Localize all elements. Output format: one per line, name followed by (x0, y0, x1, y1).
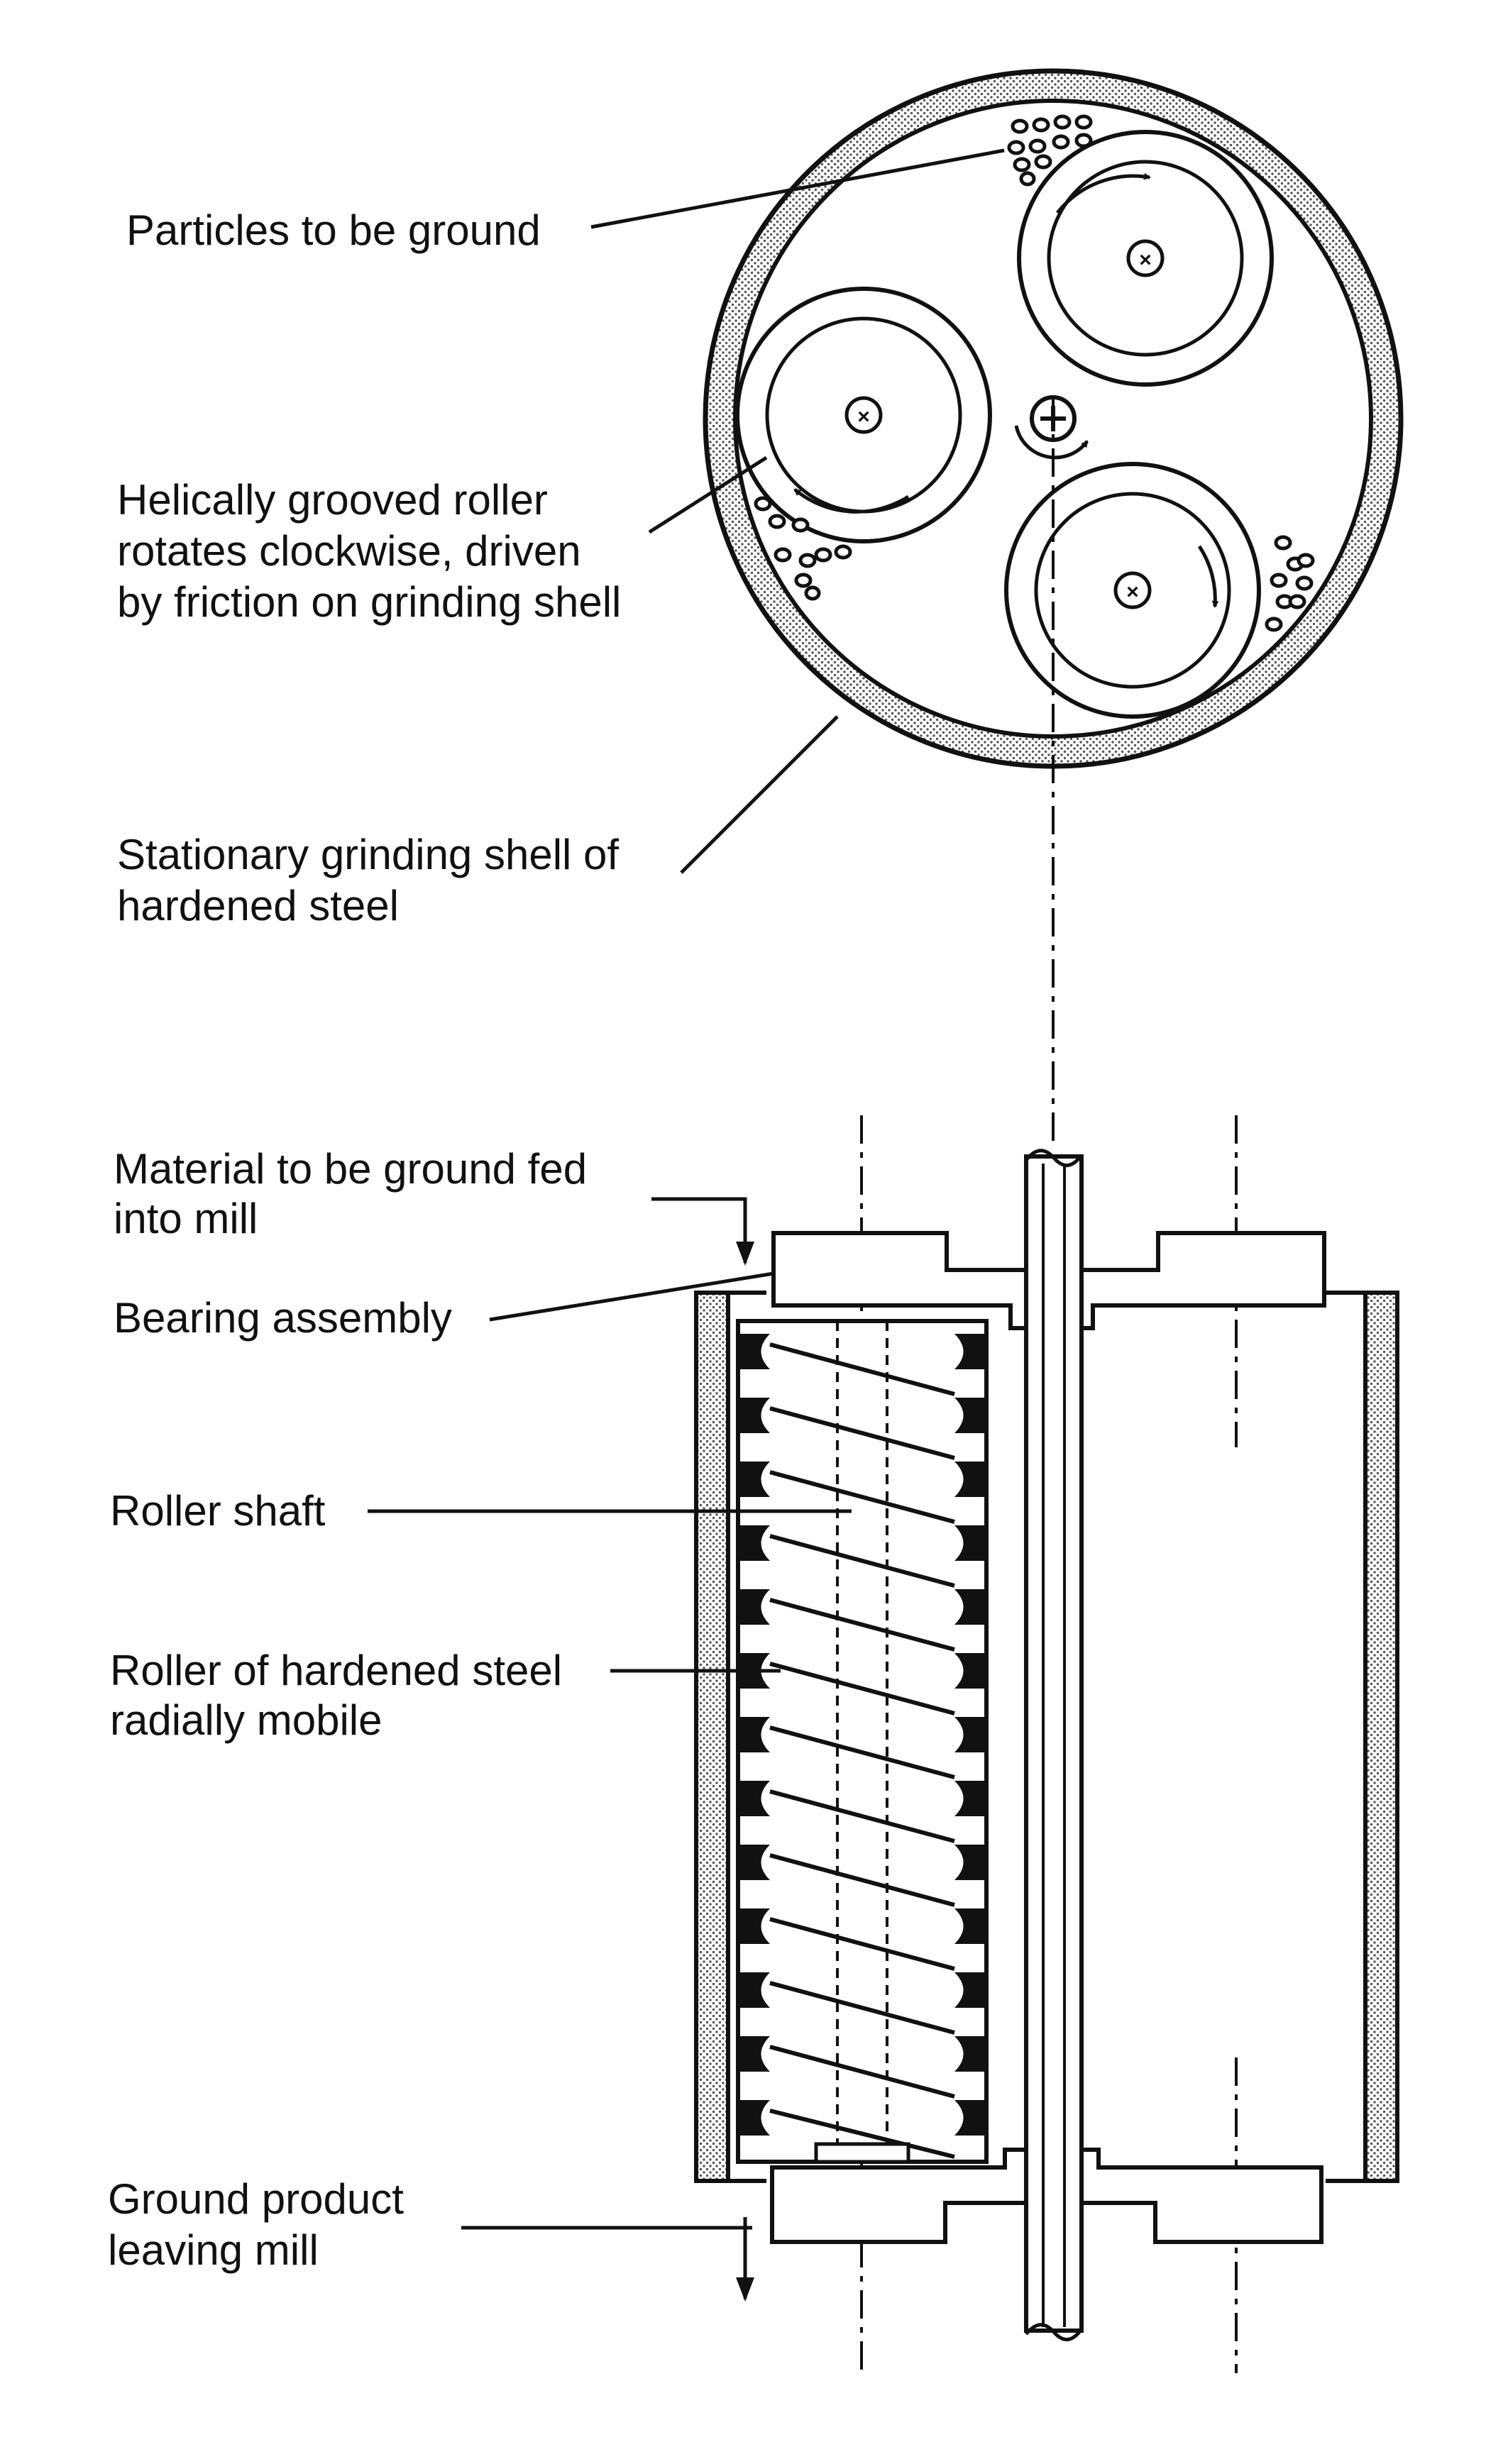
label-roller-line1: Roller of hardened steel (110, 1647, 562, 1694)
label-shell-line2: hardened steel (117, 882, 399, 929)
central-shaft-side (1024, 1149, 1084, 2341)
particles-left (754, 496, 852, 601)
label-roller-shaft: Roller shaft (110, 1487, 326, 1535)
svg-text:×: × (1139, 248, 1152, 272)
labels: Particles to be ground Helically grooved… (108, 206, 621, 2274)
roller-top-right: × (1017, 130, 1274, 387)
particles-top (1007, 114, 1093, 187)
grooved-roller (736, 1319, 989, 2164)
label-roller-top-line3: by friction on grinding shell (117, 578, 621, 626)
shell-wall-right (1363, 1291, 1399, 2183)
leader-lines (368, 148, 1005, 2230)
label-material-line2: into mill (114, 1195, 258, 1242)
label-product-line1: Ground product (108, 2175, 404, 2223)
label-product-line2: leaving mill (108, 2226, 319, 2274)
shell-wall-left (694, 1291, 730, 2183)
longitudinal-section-view (651, 1115, 1399, 2373)
label-particles: Particles to be ground (126, 206, 541, 254)
label-roller-top-line2: rotates clockwise, driven (117, 527, 581, 575)
svg-text:×: × (1126, 580, 1139, 604)
label-material-line1: Material to be ground fed (114, 1145, 587, 1193)
feed-arrow (651, 1197, 754, 1266)
particles-right (1265, 535, 1315, 632)
roller-left: × (735, 287, 992, 543)
svg-text:×: × (857, 405, 870, 429)
label-roller-line2: radially mobile (110, 1696, 382, 1744)
roller-bottom-right: × (1004, 462, 1261, 719)
label-roller-top-line1: Helically grooved roller (117, 476, 548, 524)
cross-section-view: × × × (703, 68, 1404, 1149)
label-bearing: Bearing assembly (114, 1294, 452, 1342)
label-shell-line1: Stationary grinding shell of (117, 831, 619, 878)
